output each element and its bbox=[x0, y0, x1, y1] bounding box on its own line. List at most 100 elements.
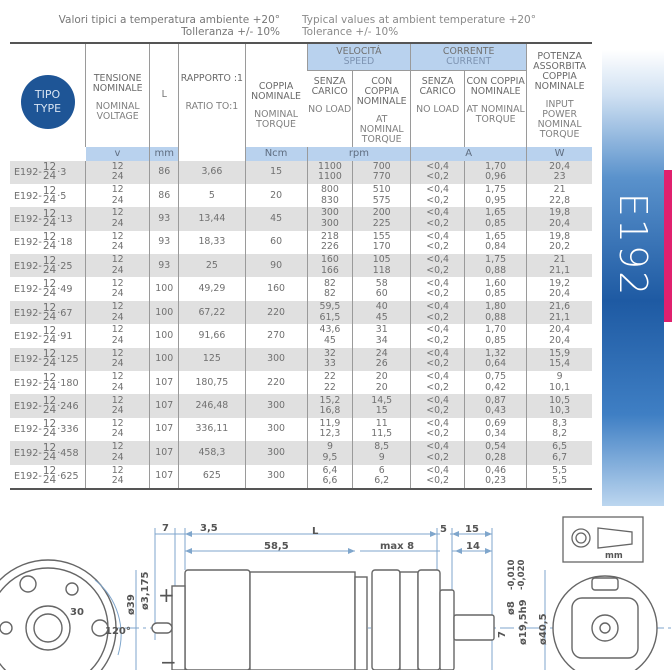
svg-text:5: 5 bbox=[440, 524, 447, 535]
torque-cell: 300 bbox=[244, 417, 308, 442]
svg-text:3,5: 3,5 bbox=[200, 523, 218, 534]
header-torque: COPPIA NOMINALE NOMINAL TORQUE bbox=[244, 43, 308, 147]
ratio-cell: 336,11 bbox=[178, 417, 246, 442]
svg-text:ø40,5: ø40,5 bbox=[538, 613, 549, 645]
header-power: POTENZA ASSORBITA COPPIA NOMINALE INPUT … bbox=[526, 43, 592, 147]
length-cell: 107 bbox=[149, 371, 179, 395]
length-cell: 86 bbox=[149, 183, 179, 208]
current-no-load-cell: <0,4<0,2 bbox=[410, 277, 465, 301]
plus-terminal-icon: + bbox=[158, 583, 175, 607]
taper-icon bbox=[562, 516, 644, 563]
current-no-load-cell: <0,4<0,2 bbox=[410, 441, 465, 465]
svg-text:max 8: max 8 bbox=[380, 541, 414, 552]
torque-cell: 60 bbox=[244, 230, 308, 255]
notes-english: Typical values at ambient temperature +2… bbox=[302, 14, 536, 38]
torque-cell: 300 bbox=[244, 347, 308, 372]
svg-text:ø19,5h9: ø19,5h9 bbox=[518, 599, 529, 645]
torque-cell: 15 bbox=[244, 160, 308, 184]
type-badge: TIPO TYPE bbox=[20, 75, 75, 130]
svg-text:ø3,175: ø3,175 bbox=[140, 571, 151, 610]
ratio-cell: 67,22 bbox=[178, 300, 246, 325]
length-cell: 100 bbox=[149, 347, 179, 372]
torque-cell: 270 bbox=[244, 324, 308, 348]
series-title: E192 bbox=[611, 192, 655, 298]
length-cell: 93 bbox=[149, 254, 179, 278]
specification-table: TIPO TYPE TENSIONE NOMINALE NOMINAL VOLT… bbox=[10, 42, 592, 490]
length-cell: 100 bbox=[149, 324, 179, 348]
svg-text:14: 14 bbox=[466, 541, 480, 552]
technical-drawing: + − 7 3,5 L 58,5 max 8 5 15 14 120° 30 m… bbox=[0, 516, 672, 670]
header-current-no-load: SENZA CARICO NO LOAD bbox=[410, 70, 465, 147]
length-cell: 107 bbox=[149, 394, 179, 418]
torque-cell: 45 bbox=[244, 207, 308, 231]
svg-text:30: 30 bbox=[70, 607, 84, 618]
svg-text:L: L bbox=[312, 526, 319, 537]
torque-cell: 160 bbox=[244, 277, 308, 301]
length-cell: 107 bbox=[149, 417, 179, 442]
header-type: TIPO TYPE bbox=[10, 43, 86, 161]
ratio-cell: 458,3 bbox=[178, 441, 246, 465]
ratio-cell: 18,33 bbox=[178, 230, 246, 255]
ratio-cell: 125 bbox=[178, 347, 246, 372]
torque-cell: 220 bbox=[244, 371, 308, 395]
length-cell: 107 bbox=[149, 464, 179, 489]
current-no-load-cell: <0,4<0,2 bbox=[410, 160, 465, 184]
current-no-load-cell: <0,4<0,2 bbox=[410, 347, 465, 372]
torque-cell: 90 bbox=[244, 254, 308, 278]
svg-text:15: 15 bbox=[465, 524, 479, 535]
header-speed-group: VELOCITÁ SPEED bbox=[306, 43, 411, 71]
current-no-load-cell: <0,4<0,2 bbox=[410, 394, 465, 418]
torque-cell: 300 bbox=[244, 394, 308, 418]
torque-cell: 20 bbox=[244, 183, 308, 208]
svg-text:7: 7 bbox=[162, 523, 169, 534]
svg-text:-0,020: -0,020 bbox=[517, 560, 527, 590]
length-cell: 107 bbox=[149, 441, 179, 465]
minus-terminal-icon: − bbox=[160, 650, 177, 670]
svg-text:120°: 120° bbox=[105, 626, 131, 637]
